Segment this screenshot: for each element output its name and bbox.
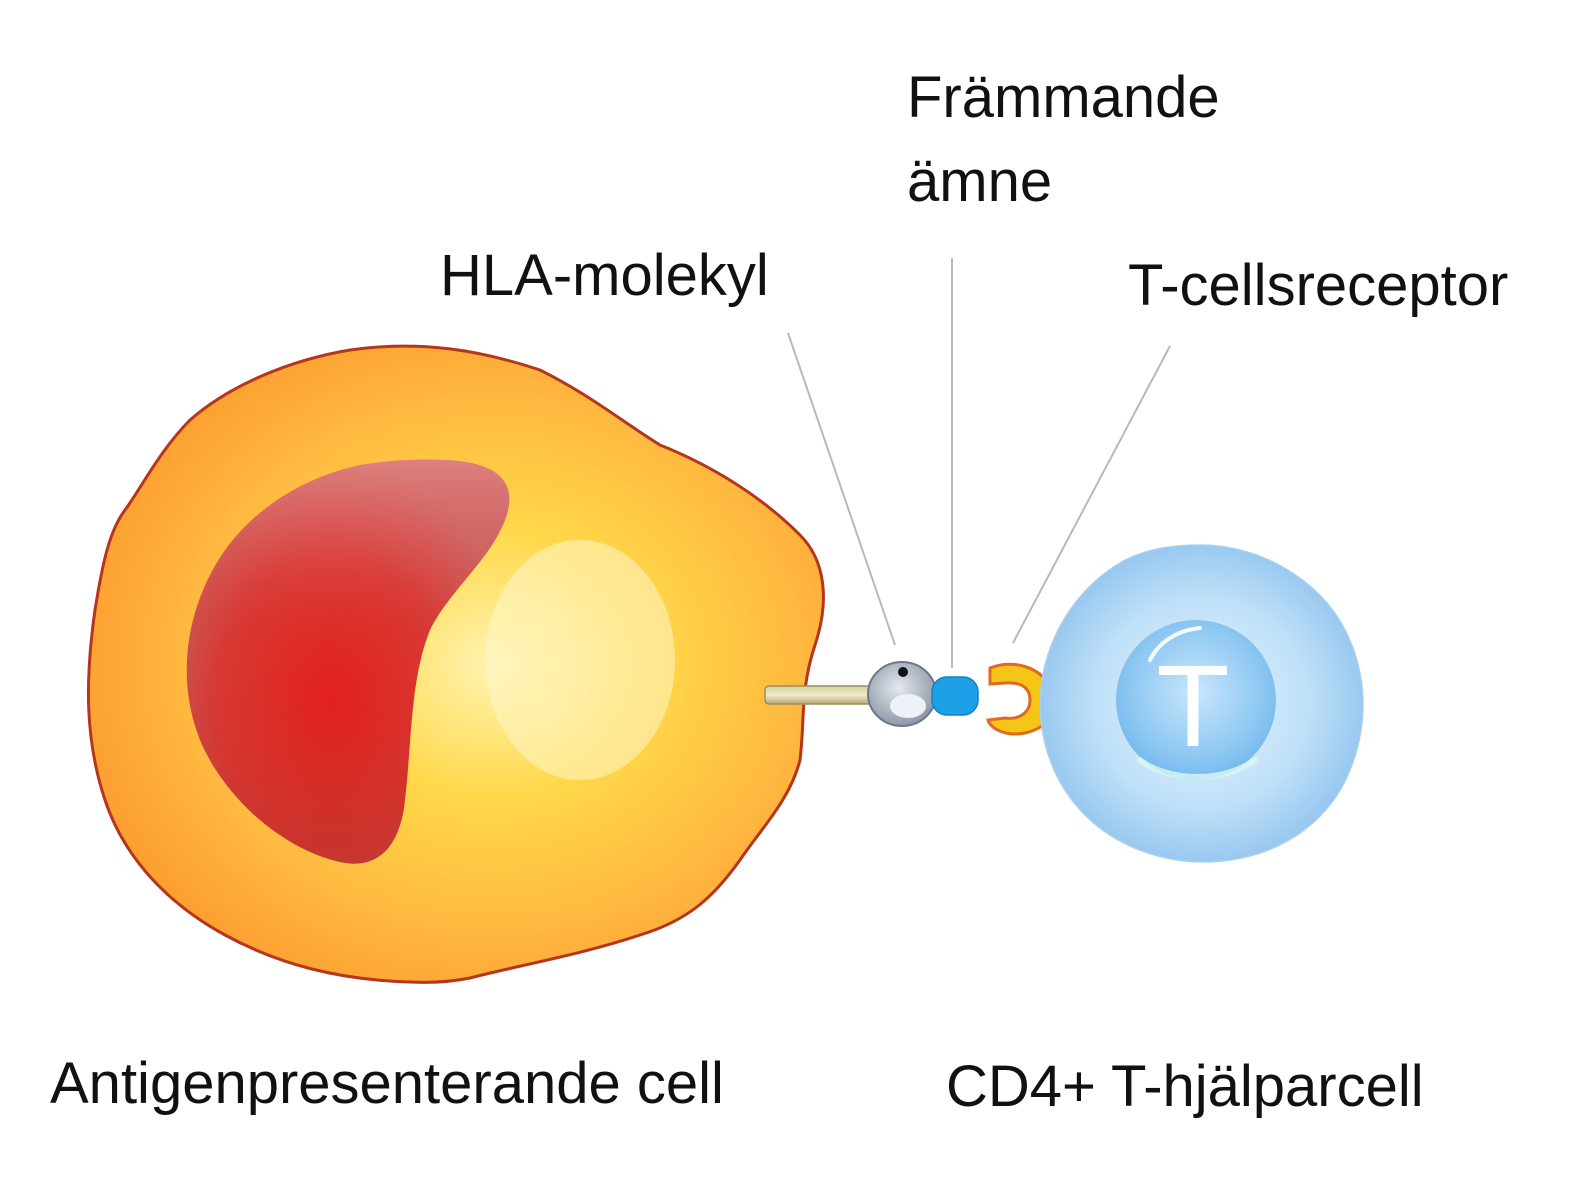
foreign-substance-label-line1: Främmande: [907, 65, 1220, 130]
foreign-substance-label-line2: ämne: [907, 149, 1053, 214]
t-cell-nucleus-shine: [1148, 626, 1202, 662]
leader-line-receptor: [1012, 345, 1171, 644]
foreign-substance: [931, 676, 979, 716]
t-cell-receptor-label: T-cellsreceptor: [1128, 253, 1509, 318]
antigen-presenting-cell-label: Antigenpresenterande cell: [50, 1051, 724, 1116]
t-helper-cell-label: CD4+ T-hjälparcell: [946, 1054, 1424, 1119]
t-cell-nucleus-glow: [1137, 757, 1258, 780]
t-cell-nucleus: [1116, 620, 1276, 780]
hla-dot: [898, 667, 908, 677]
apc-highlight: [485, 540, 675, 780]
leader-line-hla: [787, 332, 896, 646]
hla-highlight: [890, 694, 926, 718]
hla-stalk: [764, 685, 881, 705]
apc-nucleus-shading: [186, 459, 510, 864]
hla-molecule-label: HLA-molekyl: [440, 243, 769, 308]
t-cell-letter: T: [1158, 644, 1227, 772]
